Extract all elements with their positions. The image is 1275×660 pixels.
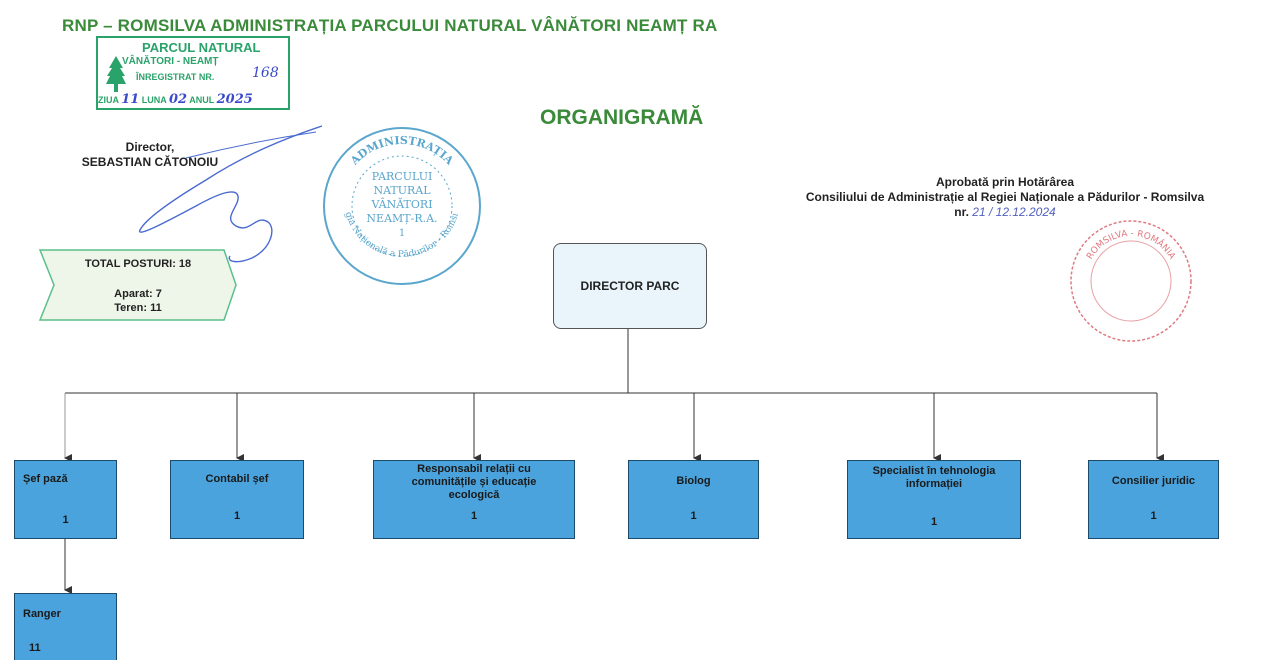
node-label: Specialist în tehnologia informației: [872, 465, 996, 490]
registration-stamp: PARCUL NATURAL VÂNĂTORI - NEAMȚ ÎNREGIST…: [96, 36, 292, 112]
node-biolog: Biolog 1: [628, 460, 759, 539]
node-count: 1: [690, 510, 697, 522]
director-signature-block: Director, SEBASTIAN CĂTONOIU: [60, 140, 240, 170]
total-posts-shape: [38, 249, 237, 321]
stamp-date-line: ZIUA 11 LUNA 02 ANUL 2025: [98, 92, 253, 107]
approval-note: Aprobată prin Hotărârea Consiliului de A…: [740, 175, 1270, 220]
node-ranger: Ranger 11: [14, 593, 117, 660]
stamp-day: 11: [121, 92, 140, 107]
stamp-line-location: VÂNĂTORI - NEAMȚ: [122, 56, 219, 67]
total-posts-banner: TOTAL POSTURI: 18 Aparat: 7 Teren: 11: [38, 248, 238, 322]
node-director-parc: DIRECTOR PARC: [553, 243, 707, 329]
total-posts: TOTAL POSTURI: 18: [84, 258, 192, 270]
director-name: SEBASTIAN CĂTONOIU: [81, 155, 219, 169]
node-sef-paza: Șef pază 1: [14, 460, 117, 539]
total-aparat: Aparat: 7: [114, 288, 162, 300]
node-label: Biolog: [676, 475, 711, 487]
stamp-month: 02: [168, 92, 188, 107]
node-count: 1: [930, 516, 938, 528]
node-specialist-it: Specialist în tehnologia informației 1: [847, 460, 1021, 539]
node-count: 1: [62, 514, 69, 526]
round-seal-graphic: ADMINISTRAȚIA Regia Națională a Pădurilo…: [314, 111, 481, 285]
node-label: Consilier juridic: [1111, 475, 1196, 487]
node-count: 11: [29, 642, 41, 654]
seal-line2: NATURAL: [373, 184, 431, 197]
approval-nr-value: 21 / 12.12.2024: [972, 205, 1056, 219]
node-label: Șef pază: [23, 473, 68, 485]
node-count: 1: [233, 510, 241, 522]
stamp-year: 2025: [216, 92, 253, 107]
stamp-day-label: ZIUA: [98, 95, 119, 105]
node-contabil-sef: Contabil șef 1: [170, 460, 304, 539]
director-role: Director,: [125, 140, 175, 154]
node-label: Contabil șef: [205, 473, 269, 485]
node-consilier-juridic: Consilier juridic 1: [1088, 460, 1219, 539]
stamp-year-label: ANUL: [189, 95, 215, 105]
node-count: 1: [470, 510, 478, 522]
seal-line3: VÂNĂTORI: [370, 197, 432, 211]
seal-line4: NEAMȚ-R.A.: [366, 212, 437, 225]
document-header: RNP – ROMSILVA ADMINISTRAȚIA PARCULUI NA…: [62, 16, 718, 35]
stamp-line-registered: ÎNREGISTRAT NR.: [136, 72, 215, 82]
node-label: Responsabil relații cu comunitățile și e…: [411, 463, 537, 501]
node-responsabil-relatii: Responsabil relații cu comunitățile și e…: [373, 460, 575, 539]
approval-line2: Consiliului de Administrație al Regiei N…: [805, 190, 1205, 204]
tree-icon: [106, 56, 126, 92]
red-seal-graphic: ROMSILVA - ROMÂNIA: [1070, 220, 1192, 342]
node-count: 1: [1150, 510, 1157, 522]
round-seal: ADMINISTRAȚIA Regia Națională a Pădurilo…: [314, 111, 486, 288]
approval-nr-label: nr.: [954, 205, 969, 219]
stamp-line-park: PARCUL NATURAL: [142, 40, 261, 55]
node-label: Ranger: [23, 608, 61, 620]
stamp-month-label: LUNA: [141, 95, 167, 105]
registration-stamp-frame: [96, 36, 290, 110]
approval-line1: Aprobată prin Hotărârea: [935, 175, 1075, 189]
page-title: ORGANIGRAMĂ: [540, 106, 704, 129]
stamp-reg-number: 168: [252, 65, 279, 81]
total-teren: Teren: 11: [114, 302, 162, 314]
romsilva-red-seal: ROMSILVA - ROMÂNIA: [1066, 216, 1196, 346]
approval-number-line: nr. 21 / 12.12.2024: [954, 205, 1055, 220]
seal-line1: PARCULUI: [372, 170, 433, 183]
seal-line5: 1: [399, 228, 405, 239]
handwritten-signature: [139, 125, 323, 263]
